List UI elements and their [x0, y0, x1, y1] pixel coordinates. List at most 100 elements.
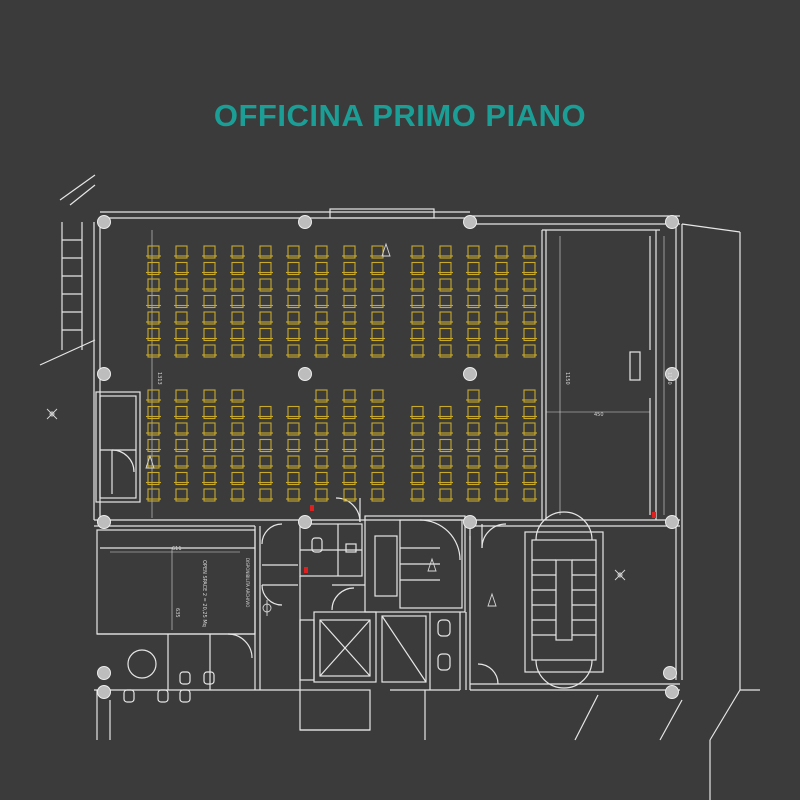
seat — [147, 471, 160, 486]
seat — [287, 344, 300, 358]
north-arrow-icon — [145, 454, 155, 469]
seat — [203, 438, 216, 453]
seat — [467, 245, 480, 259]
extinguisher-icon — [614, 569, 626, 581]
seat — [231, 438, 244, 453]
seat — [315, 311, 328, 325]
seat — [439, 261, 452, 276]
seat — [439, 488, 452, 502]
exit-marker — [304, 567, 308, 573]
seat — [175, 389, 188, 403]
seat — [203, 261, 216, 276]
seat — [495, 438, 508, 453]
seat — [175, 455, 188, 469]
dimension-label: 635 — [174, 608, 180, 618]
column — [665, 685, 679, 699]
seat — [231, 488, 244, 502]
seat — [231, 455, 244, 469]
seat — [439, 294, 452, 309]
seat — [523, 294, 536, 309]
seat — [439, 455, 452, 469]
seat — [203, 278, 216, 292]
seat — [175, 488, 188, 502]
seat — [439, 344, 452, 358]
seat — [315, 405, 328, 420]
seat — [343, 327, 356, 342]
seat — [467, 294, 480, 309]
fire-extinguisher-icons — [46, 242, 626, 616]
seat — [287, 488, 300, 502]
seat — [439, 422, 452, 436]
seat — [495, 327, 508, 342]
seat — [411, 327, 424, 342]
seat — [343, 438, 356, 453]
emergency-exits — [304, 505, 656, 573]
seat — [259, 488, 272, 502]
seat — [147, 405, 160, 420]
seat — [411, 455, 424, 469]
seat — [259, 471, 272, 486]
seat — [175, 294, 188, 309]
seat — [315, 455, 328, 469]
seat — [343, 278, 356, 292]
seat — [467, 344, 480, 358]
seat — [467, 471, 480, 486]
seat — [495, 311, 508, 325]
seat — [287, 311, 300, 325]
seat — [439, 278, 452, 292]
seat — [343, 422, 356, 436]
seat — [411, 438, 424, 453]
seat — [315, 327, 328, 342]
column — [463, 215, 477, 229]
seat — [259, 261, 272, 276]
dimension-label: 450 — [594, 412, 604, 418]
column — [298, 367, 312, 381]
seat — [495, 294, 508, 309]
seat — [315, 294, 328, 309]
seat — [175, 422, 188, 436]
column — [665, 215, 679, 229]
seat — [467, 311, 480, 325]
column — [463, 367, 477, 381]
seat — [411, 261, 424, 276]
seat — [259, 327, 272, 342]
seat — [467, 278, 480, 292]
seat — [203, 422, 216, 436]
seat — [315, 422, 328, 436]
seat — [147, 245, 160, 259]
extinguisher-icon — [46, 408, 58, 420]
exit-marker — [310, 505, 314, 511]
seat — [439, 245, 452, 259]
seat — [495, 245, 508, 259]
seat — [371, 294, 384, 309]
seat — [411, 471, 424, 486]
dimension-label: 611 — [172, 546, 182, 552]
structural-columns — [97, 215, 679, 699]
seat — [523, 261, 536, 276]
seat — [147, 261, 160, 276]
seat — [343, 311, 356, 325]
seat — [523, 488, 536, 502]
column — [97, 367, 111, 381]
seat — [287, 327, 300, 342]
seat — [231, 471, 244, 486]
seat — [147, 389, 160, 403]
seat — [343, 245, 356, 259]
seat — [203, 471, 216, 486]
seat — [411, 405, 424, 420]
seat — [231, 245, 244, 259]
exit-marker — [652, 512, 656, 518]
seat — [175, 405, 188, 420]
seat — [371, 344, 384, 358]
seat — [495, 455, 508, 469]
seat — [411, 488, 424, 502]
column — [97, 215, 111, 229]
seat — [203, 245, 216, 259]
seat — [439, 311, 452, 325]
seat — [203, 455, 216, 469]
seat — [203, 405, 216, 420]
seat — [495, 488, 508, 502]
seat — [287, 455, 300, 469]
seat — [371, 455, 384, 469]
